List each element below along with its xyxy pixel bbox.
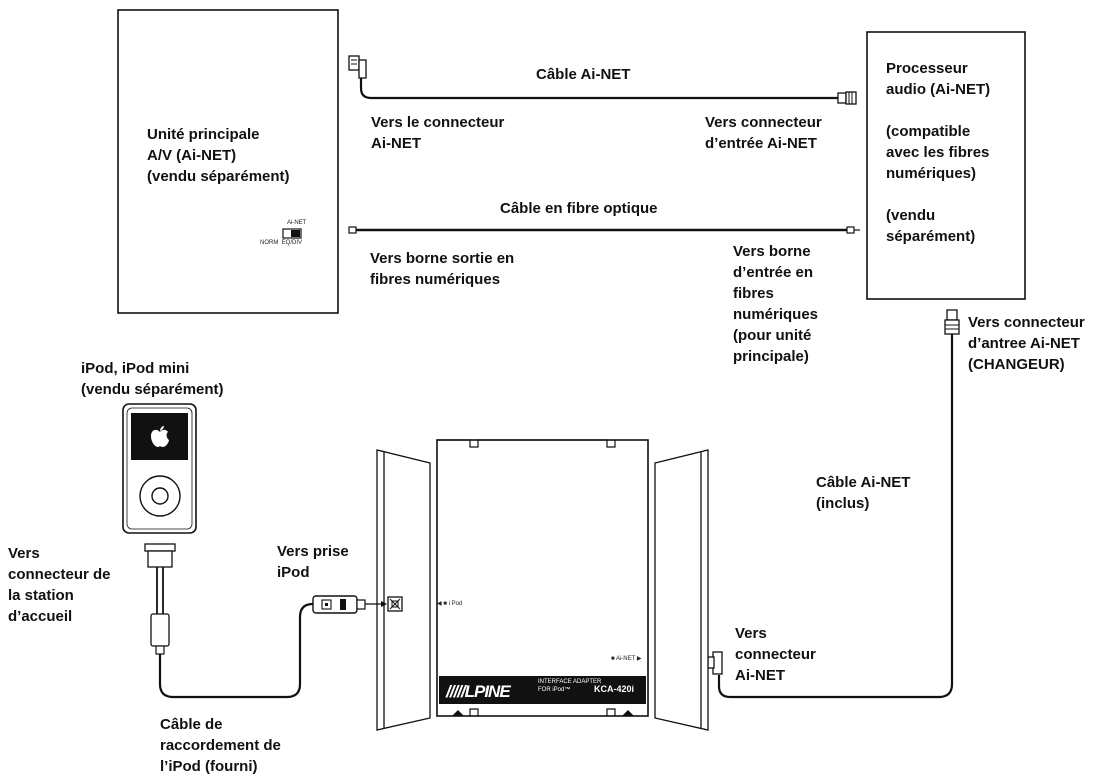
ipod-jack-icon — [387, 596, 403, 612]
optical-cable-label: Câble en fibre optique — [500, 200, 658, 217]
adapter-model-line2: FOR iPod™ — [538, 687, 571, 693]
adapter-left-panel — [376, 449, 431, 731]
dock-connector-icon — [144, 543, 176, 655]
main-unit-label: Unité principale A/V (Ai-NET) (vendu sép… — [147, 126, 290, 185]
to-adapter-ainet-label: Vers connecteur Ai-NET — [735, 625, 816, 684]
to-input-ainet-label: Vers connecteur d’entrée Ai-NET — [705, 114, 822, 152]
adapter-port-ipod-label: ◀ ■ i Pod — [437, 601, 463, 607]
to-ainet-connector-label: Vers le connecteur Ai-NET — [371, 114, 505, 152]
optical-cable — [348, 226, 860, 234]
main-unit-box — [117, 9, 339, 314]
processor-box — [866, 31, 1026, 300]
ainet-cable-top-label: Câble Ai-NET — [536, 66, 631, 83]
ipod-cable — [158, 595, 387, 699]
processor-label: Processeur audio (Ai-NET) (compatible av… — [886, 60, 991, 245]
ainet-cable-included-label: Câble Ai-NET (inclus) — [816, 474, 911, 512]
ipod-label: iPod, iPod mini (vendu séparément) — [81, 360, 224, 398]
ipod-device — [122, 403, 197, 534]
apple-logo-icon — [151, 426, 169, 447]
to-dock-connector-label: Vers connecteur de la station d’accueil — [8, 545, 111, 625]
adapter-model-line1: INTERFACE ADAPTER — [538, 679, 602, 685]
ipod-cable-label: Câble de raccordement de l’iPod (fourni) — [160, 716, 281, 775]
adapter-body — [436, 439, 649, 717]
ainet-cable-top — [348, 55, 857, 105]
ainet-cable-changer — [707, 309, 960, 699]
to-digital-out-label: Vers borne sortie en fibres numériques — [370, 250, 515, 288]
adapter-port-ainet-label: ■ Ai-NET ▶ — [611, 656, 642, 662]
alpine-logo: /////LPINE — [446, 682, 511, 701]
switch-label-bottom: NORM EQ/DIV — [260, 240, 303, 246]
to-ipod-jack-label: Vers prise iPod — [277, 543, 349, 581]
adapter-model-number: KCA-420i — [594, 684, 635, 694]
to-digital-in-label: Vers borne d’entrée en fibres numériques… — [733, 243, 819, 365]
switch-label-top: Ai-NET — [287, 220, 307, 226]
to-changer-input-label: Vers connecteur d’antree Ai-NET (CHANGEU… — [968, 314, 1085, 373]
adapter-right-panel — [654, 449, 709, 731]
ainet-switch-icon — [282, 228, 302, 239]
